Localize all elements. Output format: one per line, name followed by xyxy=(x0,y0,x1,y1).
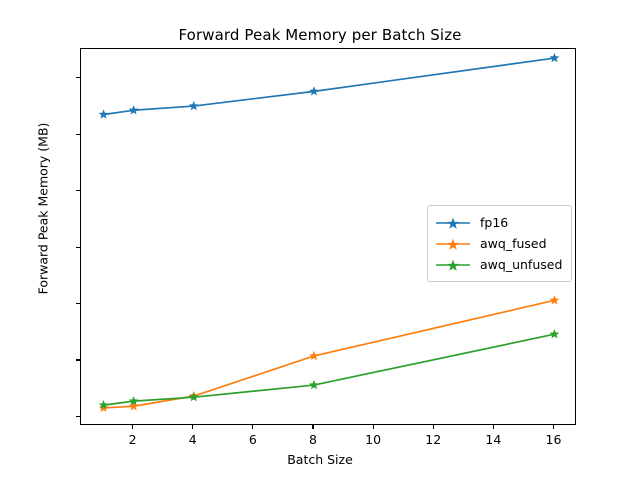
series-line-fp16 xyxy=(102,57,556,116)
x-axis-label: Batch Size xyxy=(287,452,353,467)
data-point-marker xyxy=(98,109,109,119)
data-point-marker xyxy=(549,295,560,305)
chart-title: Forward Peak Memory per Batch Size xyxy=(178,26,462,44)
x-tick-label: 12 xyxy=(425,432,442,447)
data-point-marker xyxy=(128,395,139,406)
legend-item-fp16[interactable]: fp16 xyxy=(435,212,562,233)
series-line-awq-unfused xyxy=(102,333,556,406)
x-tick-label: 14 xyxy=(485,432,502,447)
data-point-marker xyxy=(188,100,199,111)
legend-label-awq-unfused: awq_unfused xyxy=(480,257,563,272)
data-point-marker xyxy=(309,86,319,96)
plot-svg xyxy=(98,52,560,413)
legend: fp16 awq_fused awq_unfused xyxy=(427,205,573,282)
x-tick-label: 4 xyxy=(188,432,197,447)
data-point-marker xyxy=(549,329,560,339)
legend-item-awq-unfused[interactable]: awq_unfused xyxy=(435,254,562,275)
legend-swatch-fp16 xyxy=(436,217,470,229)
data-point-marker xyxy=(128,105,139,115)
x-tick-label: 8 xyxy=(308,432,317,447)
x-tick-label: 10 xyxy=(365,432,382,447)
x-tick-label: 16 xyxy=(545,432,562,447)
x-tick-label: 2 xyxy=(128,432,137,447)
y-axis-label: Forward Peak Memory (MB) xyxy=(35,122,51,295)
series-line-awq-fused xyxy=(102,299,556,409)
data-point-marker xyxy=(98,402,109,413)
legend-label-fp16: fp16 xyxy=(480,215,509,230)
plot-area xyxy=(80,48,576,425)
data-point-marker xyxy=(98,399,109,410)
data-point-marker xyxy=(188,392,199,402)
legend-swatch-awq-unfused xyxy=(436,259,470,271)
legend-item-awq-fused[interactable]: awq_fused xyxy=(435,233,562,254)
data-point-marker xyxy=(309,350,319,361)
legend-label-awq-fused: awq_fused xyxy=(480,236,547,251)
data-point-marker xyxy=(309,379,319,390)
data-point-marker xyxy=(128,401,139,411)
data-point-marker xyxy=(549,52,560,63)
x-tick-label: 6 xyxy=(248,432,257,447)
legend-swatch-awq-fused xyxy=(436,238,470,250)
